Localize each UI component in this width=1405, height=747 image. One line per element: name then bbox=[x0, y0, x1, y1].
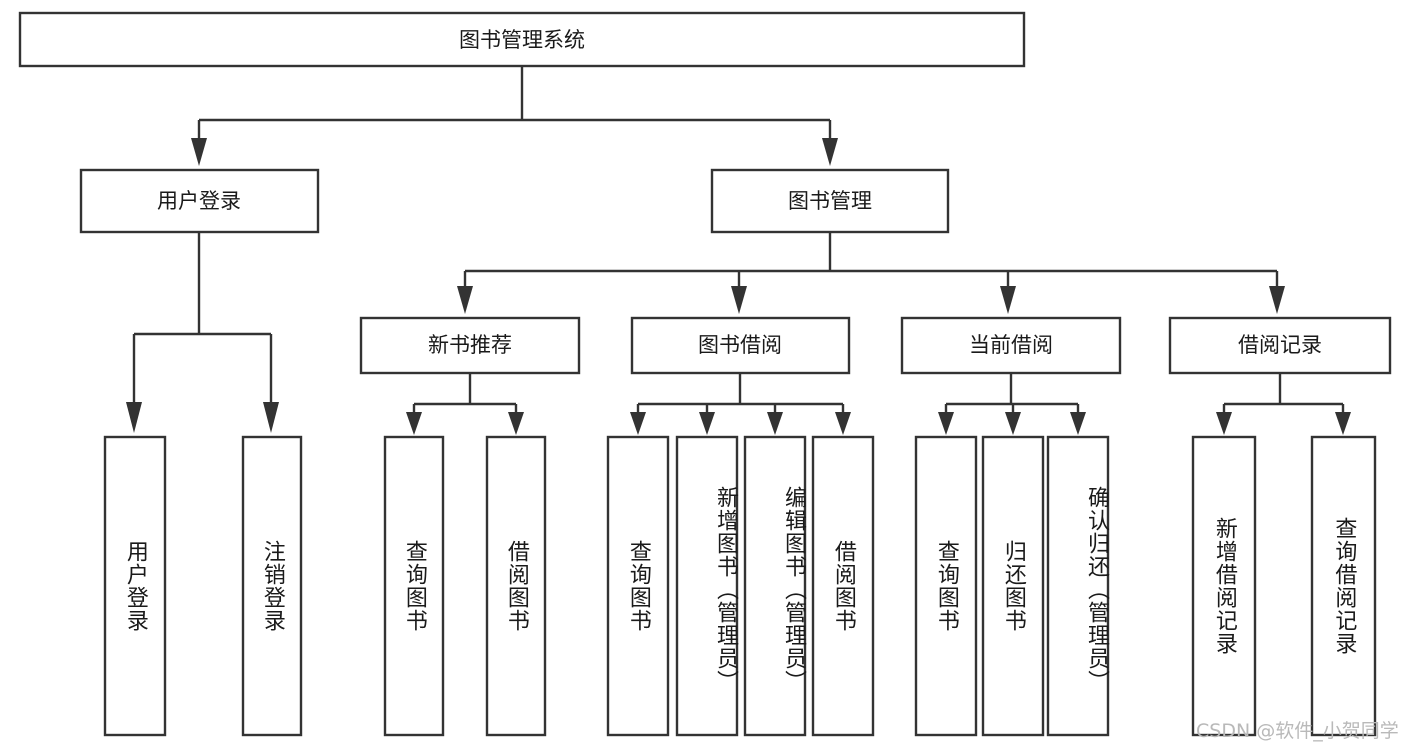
arrow-head-icon bbox=[1335, 412, 1351, 435]
leaf-box-borrow-book-new[interactable] bbox=[485, 435, 547, 737]
leaf-box-query-book-cur[interactable] bbox=[914, 435, 978, 737]
connector-group-borrow-to-leaves bbox=[630, 373, 851, 435]
arrow-head-icon bbox=[457, 286, 473, 314]
leaf-box-borrow-book[interactable] bbox=[811, 435, 875, 737]
connector-group-bookmgmt-to-level3 bbox=[457, 232, 1285, 314]
node-user-login[interactable]: 用户登录 bbox=[79, 168, 320, 234]
leaf-box-user-login[interactable] bbox=[103, 435, 167, 737]
leaf-box-return-book[interactable] bbox=[981, 435, 1045, 737]
arrow-head-icon bbox=[835, 412, 851, 435]
node-borrow-record[interactable]: 借阅记录 bbox=[1168, 316, 1392, 375]
arrow-head-icon bbox=[1000, 286, 1016, 314]
arrow-head-icon bbox=[822, 138, 838, 166]
arrow-head-icon bbox=[406, 412, 422, 435]
node-user-login-box[interactable] bbox=[79, 168, 320, 234]
node-new-book-recommend[interactable]: 新书推荐 bbox=[359, 316, 581, 375]
node-borrow-record-label: 借阅记录 bbox=[1238, 333, 1322, 357]
node-new-book-recommend-label: 新书推荐 bbox=[428, 333, 512, 357]
connector-group-current-to-leaves bbox=[938, 373, 1086, 435]
arrow-head-icon bbox=[1070, 412, 1086, 435]
node-book-management[interactable]: 图书管理 bbox=[710, 168, 950, 234]
node-current-borrow-box[interactable] bbox=[900, 316, 1122, 375]
arrow-head-icon bbox=[767, 412, 783, 435]
connector-group-record-to-leaves bbox=[1216, 373, 1351, 435]
node-root-system[interactable]: 图书管理系统 bbox=[18, 11, 1026, 68]
arrow-head-icon bbox=[1269, 286, 1285, 314]
node-current-borrow[interactable]: 当前借阅 bbox=[900, 316, 1122, 375]
connector-group-userlogin-to-leaves bbox=[126, 232, 279, 433]
arrow-head-icon bbox=[1216, 412, 1232, 435]
leaf-box-edit-book-admin[interactable] bbox=[743, 435, 807, 737]
node-book-borrow-box[interactable] bbox=[630, 316, 851, 375]
leaf-box-query-book-borrow[interactable] bbox=[606, 435, 670, 737]
leaf-box-confirm-return[interactable] bbox=[1046, 435, 1110, 737]
arrow-head-icon bbox=[126, 402, 142, 433]
connector-group-newbook-to-leaves bbox=[406, 373, 524, 435]
node-root-system-box[interactable] bbox=[18, 11, 1026, 68]
node-book-management-label: 图书管理 bbox=[788, 189, 872, 213]
leaf-box-query-book-new[interactable] bbox=[383, 435, 445, 737]
arrow-head-icon bbox=[508, 412, 524, 435]
node-user-login-label: 用户登录 bbox=[157, 189, 241, 213]
node-book-borrow[interactable]: 图书借阅 bbox=[630, 316, 851, 375]
arrow-head-icon bbox=[731, 286, 747, 314]
arrow-head-icon bbox=[630, 412, 646, 435]
arrow-head-icon bbox=[699, 412, 715, 435]
leaf-box-add-book-admin[interactable] bbox=[675, 435, 739, 737]
arrow-head-icon bbox=[263, 402, 279, 433]
node-borrow-record-box[interactable] bbox=[1168, 316, 1392, 375]
connector-group-root-to-level2 bbox=[191, 66, 838, 166]
csdn-watermark: CSDN @软件_小贺同学 bbox=[1196, 720, 1399, 742]
node-new-book-recommend-box[interactable] bbox=[359, 316, 581, 375]
arrow-head-icon bbox=[938, 412, 954, 435]
arrow-head-icon bbox=[191, 138, 207, 166]
node-current-borrow-label: 当前借阅 bbox=[969, 333, 1053, 357]
leaf-box-group bbox=[103, 435, 1377, 737]
node-book-borrow-label: 图书借阅 bbox=[698, 333, 782, 357]
arrow-head-icon bbox=[1005, 412, 1021, 435]
node-book-management-box[interactable] bbox=[710, 168, 950, 234]
leaf-box-logout-login[interactable] bbox=[241, 435, 303, 737]
node-root-system-label: 图书管理系统 bbox=[459, 28, 585, 52]
leaf-box-query-borrow-rec[interactable] bbox=[1310, 435, 1377, 737]
leaf-box-add-borrow-record[interactable] bbox=[1191, 435, 1257, 737]
